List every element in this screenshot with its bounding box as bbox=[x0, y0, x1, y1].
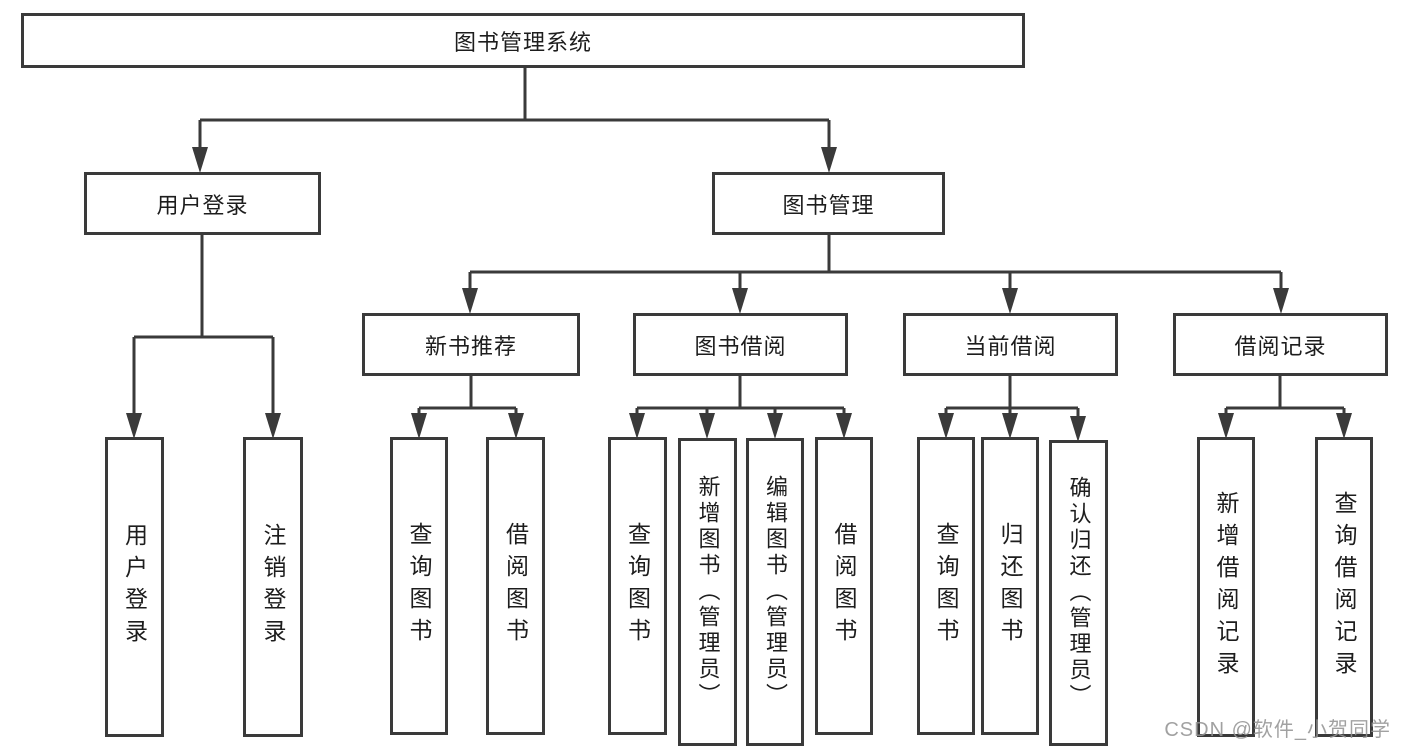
leaf-edit-book-admin: 编辑图书（管理员） bbox=[746, 438, 804, 746]
leaf-query-borrow-record: 查询借阅记录 bbox=[1315, 437, 1373, 737]
leaf-logout: 注销登录 bbox=[243, 437, 303, 737]
node-library-system: 图书管理系统 bbox=[21, 13, 1025, 68]
leaf-borrow-books-1: 借阅图书 bbox=[486, 437, 545, 735]
node-book-borrowing: 图书借阅 bbox=[633, 313, 848, 376]
leaf-borrow-books-2: 借阅图书 bbox=[815, 437, 873, 735]
leaf-add-borrow-record: 新增借阅记录 bbox=[1197, 437, 1255, 737]
leaf-confirm-return-admin: 确认归还（管理员） bbox=[1049, 440, 1108, 746]
leaf-query-books-1: 查询图书 bbox=[390, 437, 448, 735]
node-book-management: 图书管理 bbox=[712, 172, 945, 235]
leaf-add-book-admin: 新增图书（管理员） bbox=[678, 438, 737, 746]
node-new-book-recommend: 新书推荐 bbox=[362, 313, 580, 376]
node-borrowing-records: 借阅记录 bbox=[1173, 313, 1388, 376]
csdn-watermark: CSDN @软件_小贺同学 bbox=[1164, 719, 1391, 741]
leaf-return-books: 归还图书 bbox=[981, 437, 1039, 735]
leaf-query-books-3: 查询图书 bbox=[917, 437, 975, 735]
node-current-borrowing: 当前借阅 bbox=[903, 313, 1118, 376]
node-user-login-group: 用户登录 bbox=[84, 172, 321, 235]
leaf-user-login: 用户登录 bbox=[105, 437, 164, 737]
leaf-query-books-2: 查询图书 bbox=[608, 437, 667, 735]
